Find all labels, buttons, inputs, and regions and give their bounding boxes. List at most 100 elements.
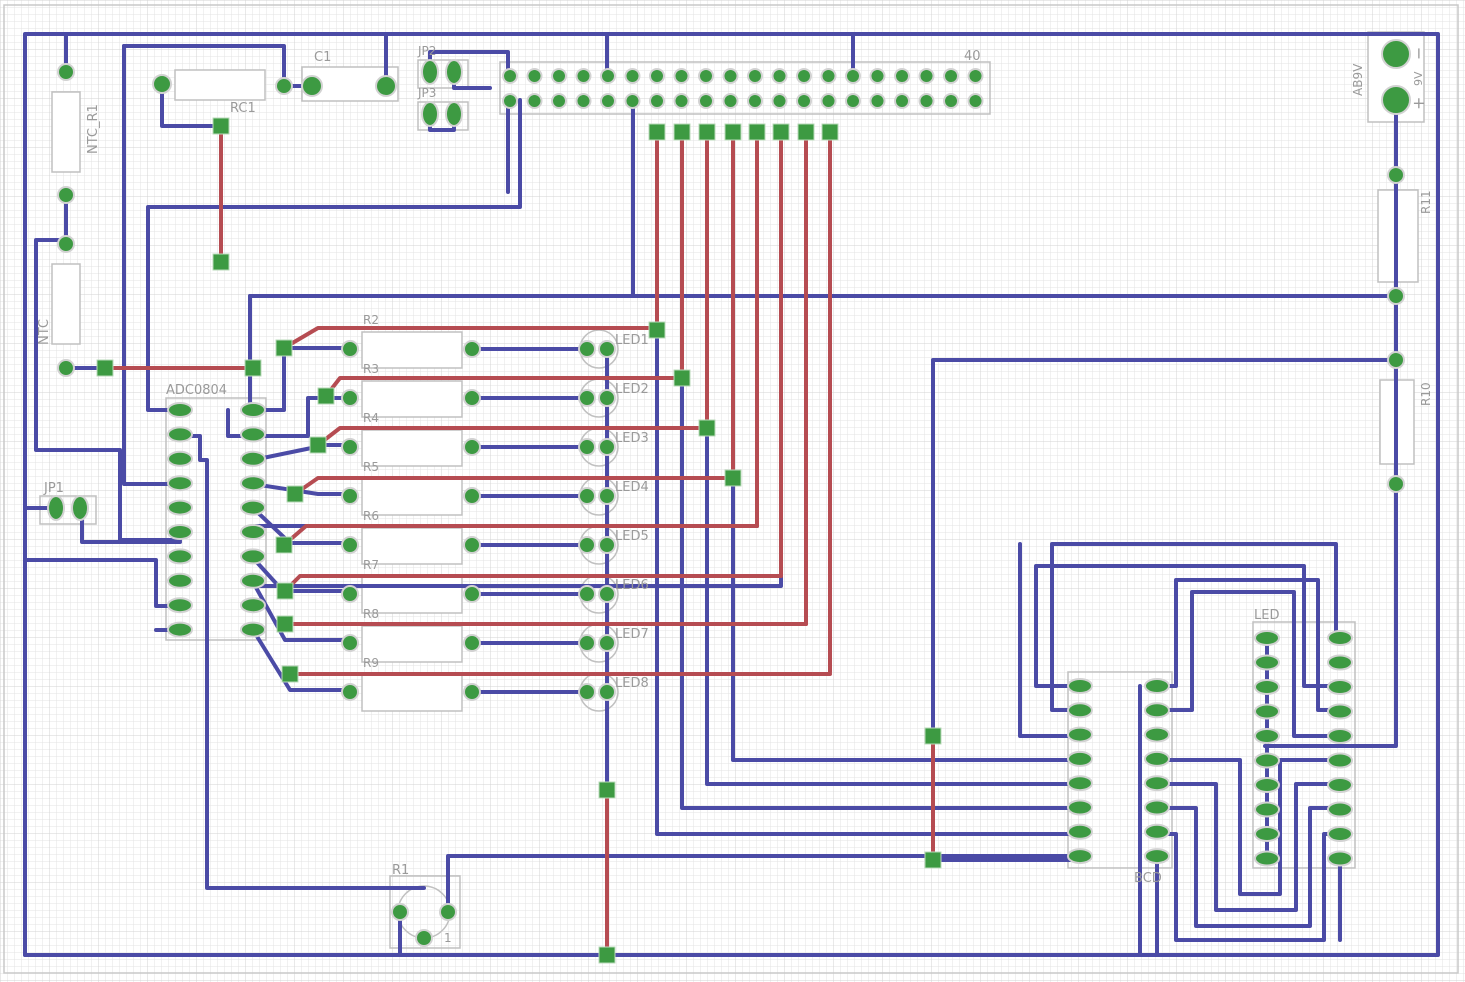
header-pad: [771, 93, 788, 109]
header-pad: [869, 93, 886, 109]
bcd-pad: [1067, 702, 1093, 719]
adc-pad: [167, 524, 193, 540]
label-r7: R7: [363, 558, 379, 572]
display-pad: [1327, 703, 1353, 720]
header-pad: [943, 93, 959, 109]
label-r10: R10: [1419, 382, 1433, 406]
label-header-40: 40: [964, 49, 981, 64]
bcd-pad: [1144, 848, 1170, 865]
header-pad: [771, 68, 788, 84]
adc-pad: [240, 572, 266, 589]
header-pad: [502, 93, 518, 109]
label-r11: R11: [1419, 190, 1433, 214]
header-pad: [845, 68, 861, 84]
bcd-pad: [1067, 848, 1093, 865]
bcd-pad: [1144, 775, 1170, 792]
header-pad: [551, 68, 567, 84]
label-plus: +: [1409, 97, 1428, 110]
label-ab9v: AB9V: [1351, 63, 1365, 96]
label-led5: LED5: [615, 529, 649, 544]
header-pad: [649, 93, 665, 109]
adc-pad: [240, 621, 266, 638]
header-pad: [943, 68, 959, 84]
adc-pad: [167, 572, 193, 589]
display-pad: [1254, 826, 1280, 842]
header-pad: [967, 68, 984, 84]
header-pad: [698, 68, 714, 84]
header-pad: [600, 68, 616, 84]
header-pad: [673, 93, 690, 109]
label-bcd: BCD: [1134, 871, 1162, 886]
bcd-pad: [1067, 823, 1093, 840]
adc-pad: [167, 499, 193, 516]
display-pad: [1254, 850, 1280, 867]
label-r3: R3: [363, 362, 379, 376]
header-pad: [918, 93, 935, 109]
adc-pad: [240, 426, 266, 443]
adc-pad: [240, 499, 266, 516]
display-pad: [1327, 801, 1353, 818]
display-pad: [1327, 679, 1353, 695]
label-r5: R5: [363, 460, 379, 474]
header-pad: [698, 93, 714, 109]
display-pad: [1254, 752, 1280, 769]
adc-pad: [167, 621, 193, 638]
bcd-pad: [1144, 750, 1170, 767]
header-pad: [575, 68, 592, 84]
display-pad: [1327, 752, 1353, 769]
display-pad: [1254, 654, 1280, 671]
header-pad: [747, 93, 763, 109]
label-led1: LED1: [615, 333, 649, 348]
display-pad: [1254, 679, 1280, 695]
header-pad: [526, 68, 543, 84]
adc-pad: [167, 475, 193, 492]
adc-pad: [167, 450, 193, 467]
adc-pad: [240, 475, 266, 492]
label-r6: R6: [363, 509, 379, 523]
adc-pad: [240, 548, 266, 565]
bcd-pad: [1144, 799, 1170, 816]
label-led4: LED4: [615, 480, 649, 495]
label-led2: LED2: [615, 382, 649, 397]
label-minus: −: [1409, 47, 1428, 60]
label-led-display: LED: [1254, 608, 1279, 623]
label-led8: LED8: [615, 676, 649, 691]
label-pot-pin1: 1: [444, 931, 452, 945]
component-outlines: [39, 31, 1425, 949]
header-pad: [600, 93, 616, 109]
vias: [96, 117, 942, 964]
adc-pad: [167, 426, 193, 443]
label-9v: 9V: [1412, 71, 1425, 86]
bcd-pad: [1144, 702, 1170, 719]
label-led3: LED3: [615, 431, 649, 446]
header-pad: [575, 93, 592, 109]
display-pad: [1327, 630, 1353, 646]
header-pad: [722, 68, 739, 84]
display-pad: [1254, 728, 1280, 744]
label-rc1: RC1: [230, 101, 256, 116]
header-pad: [502, 68, 518, 84]
label-jp2: JP2: [417, 44, 436, 58]
label-ntc: NTC: [37, 319, 52, 345]
bcd-pad: [1067, 678, 1093, 694]
pads: [47, 39, 1411, 947]
label-c1: C1: [314, 50, 331, 65]
bcd-pad: [1067, 750, 1093, 767]
display-pad: [1254, 630, 1280, 646]
header-pad: [747, 68, 763, 84]
label-r2: R2: [363, 313, 379, 327]
display-pad: [1327, 850, 1353, 867]
adc-pad: [240, 524, 266, 540]
display-pad: [1254, 801, 1280, 818]
header-pad: [796, 68, 812, 84]
header-pad: [845, 93, 861, 109]
label-adc0804: ADC0804: [166, 383, 227, 398]
label-jp1: JP1: [43, 481, 64, 496]
bcd-pad: [1067, 799, 1093, 816]
header-pad: [526, 93, 543, 109]
adc-pad: [240, 597, 266, 614]
display-pad: [1327, 728, 1353, 744]
label-r9: R9: [363, 656, 379, 670]
bcd-pad: [1144, 823, 1170, 840]
